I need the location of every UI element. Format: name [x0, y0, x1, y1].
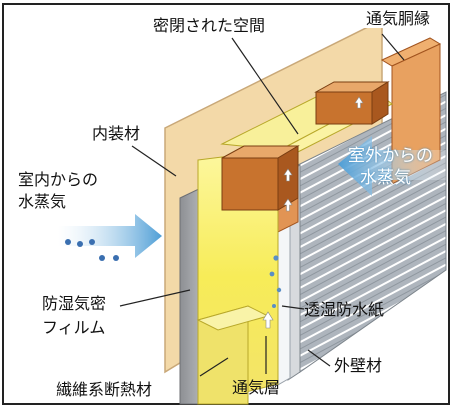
label-vent-furring: 通気胴縁 [364, 9, 433, 28]
label-indoor-vapor-2: 水蒸気 [18, 192, 67, 211]
label-interior-finish: 内装材 [92, 124, 141, 143]
label-outdoor-vapor-1: 室外からの [348, 146, 433, 166]
stud-front-face [221, 157, 279, 211]
leader-insulation [199, 357, 229, 377]
leader-sealed-space [231, 37, 299, 135]
vent-droplets [269, 255, 282, 308]
leader-interior-finish [131, 145, 177, 177]
leader-breathable-paper [281, 305, 305, 310]
airflow-up-arrow-3 [283, 198, 293, 212]
label-breathable-paper: 透湿防水紙 [304, 300, 385, 319]
label-exterior-wall: 外壁材 [334, 356, 383, 375]
indoor-vapor-droplets [65, 239, 119, 261]
label-vapor-film-1: 防湿気密 [42, 294, 107, 313]
label-outdoor-vapor-2: 水蒸気 [360, 168, 411, 188]
airflow-up-arrow-4 [262, 311, 274, 329]
indoor-vapor-arrow [58, 214, 162, 258]
label-vent-layer: 通気層 [232, 378, 281, 397]
label-indoor-vapor-1: 室内からの [18, 170, 99, 189]
leader-exterior-wall [307, 349, 331, 367]
label-fiber-insulation: 繊維系断熱材 [56, 380, 153, 399]
leader-vapor-film [119, 289, 191, 307]
leader-vent-furring [381, 33, 405, 61]
airflow-up-arrow-2 [283, 168, 293, 182]
label-vapor-film-2: フィルム [42, 318, 106, 337]
stud-back-face [315, 91, 373, 125]
label-sealed-space: 密閉された空間 [151, 16, 268, 35]
airflow-up-arrow-1 [354, 96, 364, 109]
stud-back-side [371, 81, 389, 125]
outdoor-vapor-arrow [338, 136, 446, 196]
